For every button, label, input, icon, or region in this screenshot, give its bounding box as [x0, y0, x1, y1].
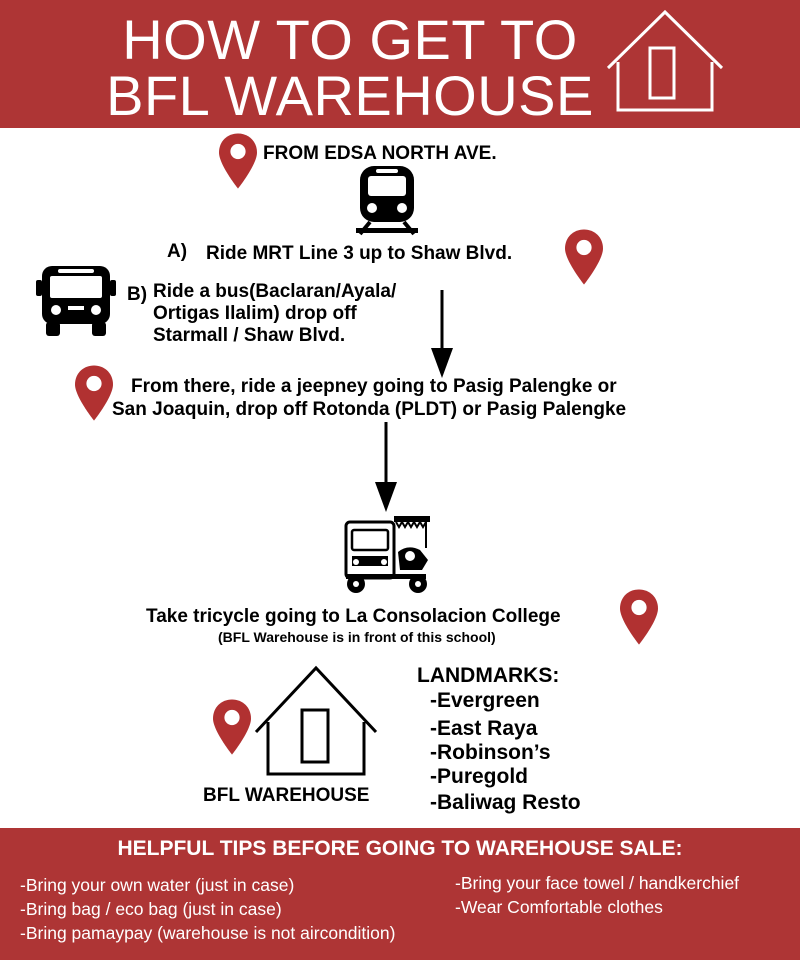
tricycle-text: Take tricycle going to La Consolacion Co…: [146, 606, 561, 627]
landmark-item: -Puregold: [430, 765, 528, 788]
option-b-prefix: B): [127, 284, 148, 305]
tip-item: -Bring your face towel / handkerchief: [455, 873, 740, 893]
page-title-line1: HOW TO GET TO: [122, 8, 578, 71]
map-pin-icon: [213, 698, 251, 756]
option-b-line2: Ortigas Ilalim) drop off: [153, 303, 357, 324]
option-b-line1: Ride a bus(Baclaran/Ayala/: [153, 281, 397, 302]
origin-label: FROM EDSA NORTH AVE.: [263, 143, 497, 164]
house-icon: [254, 665, 378, 776]
option-a-text: Ride MRT Line 3 up to Shaw Blvd.: [206, 243, 513, 264]
option-b-line3: Starmall / Shaw Blvd.: [153, 325, 346, 346]
tip-item: -Bring bag / eco bag (just in case): [20, 899, 282, 919]
down-arrow-icon: [375, 422, 397, 512]
jeepney-line1: From there, ride a jeepney going to Pasi…: [131, 376, 617, 397]
landmark-item: -Robinson’s: [430, 741, 551, 764]
house-icon: [606, 9, 724, 112]
tricycle-icon: [344, 516, 430, 593]
tricycle-note: (BFL Warehouse is in front of this schoo…: [218, 629, 496, 645]
train-icon: [356, 166, 418, 236]
map-pin-icon: [219, 132, 257, 190]
tip-item: -Wear Comfortable clothes: [455, 897, 663, 917]
landmark-item: -East Raya: [430, 717, 538, 740]
destination-label: BFL WAREHOUSE: [203, 785, 370, 806]
header-banner: [0, 0, 800, 128]
map-pin-icon: [75, 364, 113, 422]
landmark-item: -Baliwag Resto: [430, 791, 581, 814]
page-title-line2: BFL WAREHOUSE: [106, 64, 594, 127]
landmark-item: -Evergreen: [430, 689, 540, 712]
option-a-prefix: A): [167, 241, 188, 262]
landmarks-heading: LANDMARKS:: [417, 664, 560, 687]
tips-heading: HELPFUL TIPS BEFORE GOING TO WAREHOUSE S…: [117, 837, 683, 860]
tips-panel: [0, 828, 800, 960]
map-pin-icon: [565, 228, 603, 286]
jeepney-line2: San Joaquin, drop off Rotonda (PLDT) or …: [112, 399, 627, 420]
down-arrow-icon: [431, 290, 453, 378]
map-pin-icon: [620, 588, 658, 646]
tip-item: -Bring pamaypay (warehouse is not aircon…: [20, 923, 396, 943]
bus-icon: [36, 266, 116, 336]
tip-item: -Bring your own water (just in case): [20, 875, 295, 895]
